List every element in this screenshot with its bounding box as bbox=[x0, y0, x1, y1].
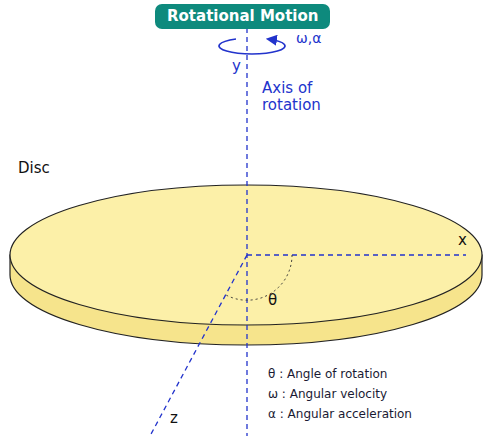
disc-top bbox=[10, 185, 482, 325]
rotation-arrow bbox=[219, 39, 285, 54]
angle-arc bbox=[226, 255, 292, 300]
legend-note: θ : Angle of rotation bbox=[268, 368, 387, 382]
axis-name: x bbox=[458, 232, 467, 249]
motion-symbols: ω,α bbox=[296, 30, 321, 46]
y-axis bbox=[246, 28, 247, 436]
axis-label: Axis of rotation bbox=[262, 80, 342, 115]
axis-name: z bbox=[170, 410, 178, 427]
angle-symbol: θ bbox=[268, 292, 277, 309]
axis-name: y bbox=[232, 58, 241, 75]
z-axis bbox=[150, 255, 247, 436]
part-label: Disc bbox=[18, 160, 50, 177]
legend-note: ω : Angular velocity bbox=[268, 388, 387, 402]
x-axis bbox=[247, 254, 466, 255]
title-banner: Rotational Motion bbox=[155, 4, 330, 29]
legend-note: α : Angular acceleration bbox=[268, 408, 412, 422]
